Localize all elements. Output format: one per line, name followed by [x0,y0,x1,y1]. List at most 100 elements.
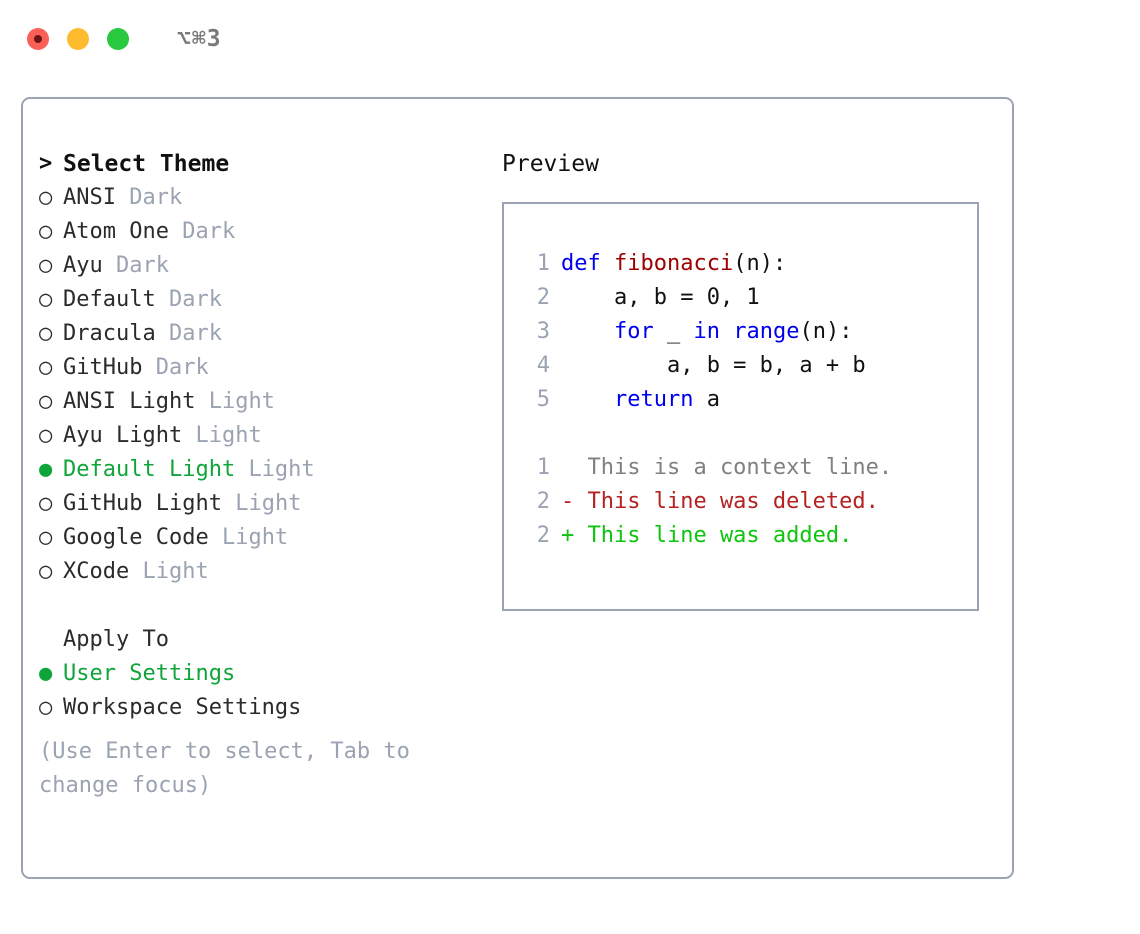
theme-category [169,215,182,249]
code-line: 4 a, b = b, a + b [520,349,971,383]
list-gap [39,589,489,623]
theme-name: ANSI [63,185,116,210]
close-button[interactable] [27,28,49,50]
theme-list-item[interactable]: ○ GitHub Dark [39,351,489,385]
theme-list-item[interactable]: ○ Ayu Dark [39,249,489,283]
radio-unselected-icon[interactable]: ○ [39,185,53,210]
theme-name: ANSI Light [63,389,196,414]
radio-unselected-icon[interactable]: ○ [39,355,53,380]
code-preview: 1 def fibonacci(n): 2 a, b = 0, 1 3 for … [520,247,971,553]
theme-list-item[interactable]: ○ Google Code Light [39,521,489,555]
select-theme-heading: > Select Theme [39,147,489,181]
theme-name: Default Light [63,457,236,482]
theme-name: Atom One [63,219,169,244]
theme-category-label: Dark [168,321,222,346]
maximize-button[interactable] [107,28,129,50]
diff-token: + This line was added. [561,523,853,548]
line-number: 1 [536,251,550,276]
theme-category [235,453,248,487]
line-number: 1 [536,455,550,480]
apply-to-heading: Apply To [39,623,489,657]
theme-list-item[interactable]: ○ Ayu Light Light [39,419,489,453]
theme-category [195,385,208,419]
radio-unselected-icon[interactable]: ○ [39,423,53,448]
theme-list-item[interactable]: ○ Dracula Dark [39,317,489,351]
theme-name: XCode [63,559,130,584]
minimize-button[interactable] [67,28,89,50]
theme-category-label: Dark [155,355,209,380]
code-token: return [613,387,707,412]
theme-category-label: Dark [168,287,222,312]
line-number: 2 [536,523,550,548]
apply-to-option-label: User Settings [63,661,236,686]
radio-unselected-icon[interactable]: ○ [39,525,53,550]
theme-category-label: Light [235,491,302,516]
apply-to-item[interactable]: ○ Workspace Settings [39,691,489,725]
theme-list-item[interactable]: ○ Default Dark [39,283,489,317]
theme-name: Dracula [63,321,156,346]
code-token [561,315,614,349]
line-number: 4 [536,353,550,378]
code-diff-gap [520,417,971,451]
theme-category [182,419,195,453]
apply-to-item-selected[interactable]: ● User Settings [39,657,489,691]
code-token: fibonacci [613,251,734,276]
radio-unselected-icon[interactable]: ○ [39,559,53,584]
theme-list-item-selected[interactable]: ● Default Light Light [39,453,489,487]
main-panel: > Select Theme ○ ANSI Dark ○ Atom One Da… [21,97,1014,879]
theme-list-item[interactable]: ○ ANSI Light Light [39,385,489,419]
diff-line-added: 2 + This line was added. [520,519,971,553]
code-token: a, b = b, a + b [561,353,866,378]
theme-category-label: Light [142,559,209,584]
diff-line-deleted: 2 - This line was deleted. [520,485,971,519]
theme-name: GitHub [63,355,143,380]
radio-selected-icon[interactable]: ● [39,661,53,686]
diff-token: - This line was deleted. [561,489,879,514]
theme-list-item[interactable]: ○ XCode Light [39,555,489,589]
theme-category-label: Light [195,423,262,448]
apply-to-indent [39,623,63,657]
diff-token: This is a context line. [561,455,893,480]
radio-unselected-icon[interactable]: ○ [39,219,53,244]
code-token [561,383,614,417]
theme-name: Default [63,287,156,312]
preview-column: Preview 1 def fibonacci (n): 2 a, b = 0, … [502,147,992,611]
theme-category [222,487,235,521]
line-number: 5 [536,387,550,412]
theme-name: GitHub Light [63,491,222,516]
radio-selected-icon[interactable]: ● [39,457,53,482]
theme-selector-column: > Select Theme ○ ANSI Dark ○ Atom One Da… [39,147,489,803]
radio-unselected-icon[interactable]: ○ [39,695,53,720]
theme-category-label: Light [221,525,289,550]
code-token: (n): [799,319,853,344]
line-number: 2 [536,285,550,310]
keyboard-hint: (Use Enter to select, Tab to change focu… [39,739,410,798]
theme-list-item[interactable]: ○ Atom One Dark [39,215,489,249]
theme-list-item[interactable]: ○ ANSI Dark [39,181,489,215]
radio-unselected-icon[interactable]: ○ [39,321,53,346]
theme-category [156,283,169,317]
theme-category-label: Dark [129,185,183,210]
theme-list-item[interactable]: ○ GitHub Light Light [39,487,489,521]
radio-unselected-icon[interactable]: ○ [39,491,53,516]
code-token: _ [666,319,694,344]
preview-heading: Preview [502,151,599,177]
line-number: 2 [536,489,550,514]
theme-category-label: Light [208,389,275,414]
radio-unselected-icon[interactable]: ○ [39,253,53,278]
select-theme-heading-label: Select Theme [63,151,230,177]
theme-category [129,555,142,589]
apply-to-heading-label: Apply To [63,627,169,652]
radio-unselected-icon[interactable]: ○ [39,389,53,414]
title-bar: ⌥⌘3 [0,0,1140,78]
theme-category [209,521,222,555]
theme-name: Ayu [63,253,103,278]
window-title: ⌥⌘3 [177,25,222,52]
radio-unselected-icon[interactable]: ○ [39,287,53,312]
theme-category-label: Dark [182,219,236,244]
code-token: def [561,251,614,276]
code-token: a, b = 0, 1 [561,285,760,310]
theme-category-label: Dark [116,253,169,278]
code-token: in [693,319,734,344]
